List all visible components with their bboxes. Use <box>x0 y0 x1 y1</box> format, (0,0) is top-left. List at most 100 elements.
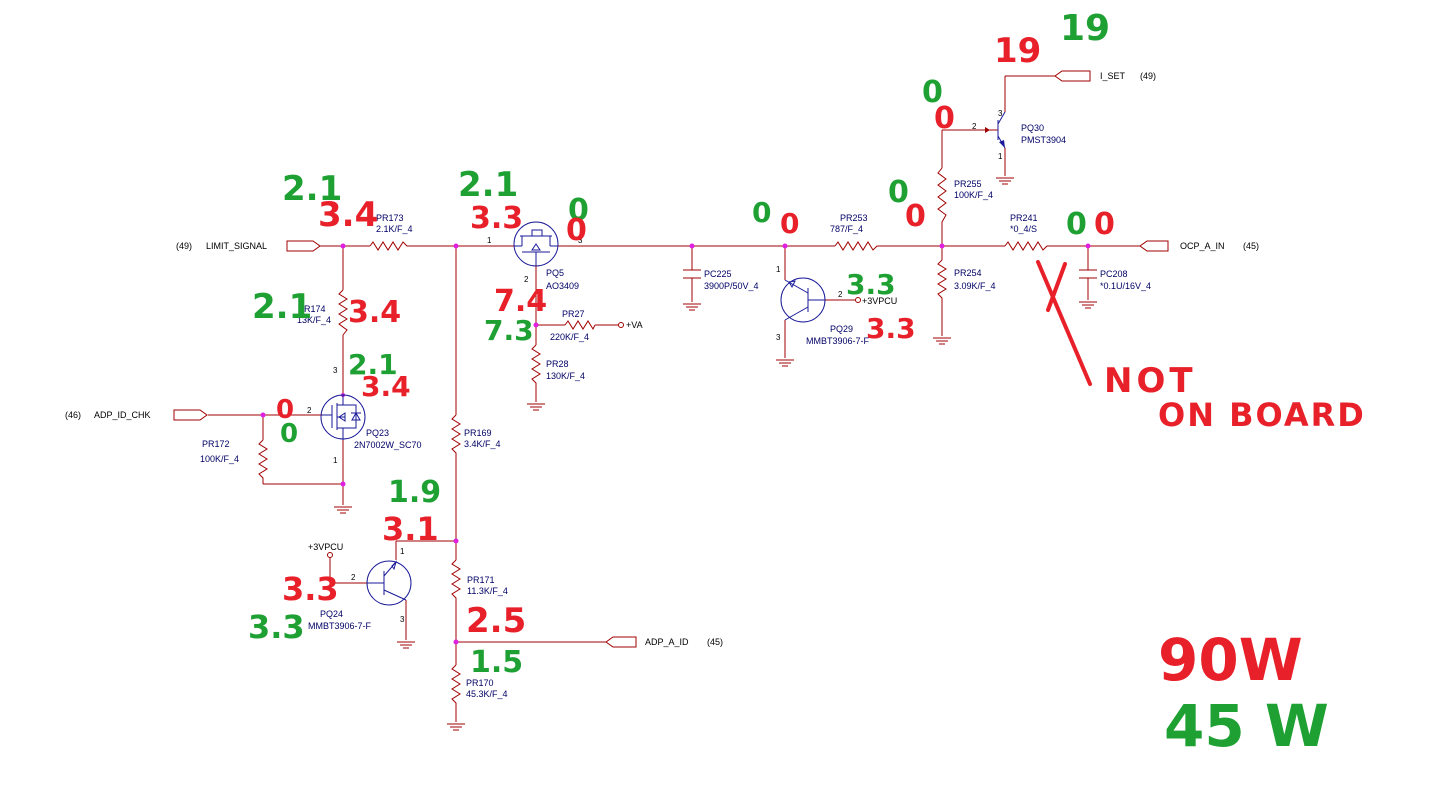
svg-text:3.3: 3.3 <box>866 312 916 345</box>
svg-text:NOT: NOT <box>1104 361 1197 401</box>
transistor-pq30: 2 3 1 PQ30 PMST3904 <box>972 109 1066 161</box>
svg-text:2: 2 <box>838 290 843 299</box>
svg-text:100K/F_4: 100K/F_4 <box>200 454 239 464</box>
svg-text:100K/F_4: 100K/F_4 <box>954 190 993 200</box>
resistor-pr174: PR174 13K/F_4 <box>297 289 348 340</box>
port-name: I_SET <box>1100 71 1126 81</box>
svg-text:0: 0 <box>934 101 955 136</box>
svg-text:45 W: 45 W <box>1164 692 1329 760</box>
svg-text:3: 3 <box>400 615 405 624</box>
capacitor-pc225: PC225 3900P/50V_4 <box>683 269 759 291</box>
port-ref: (49) <box>1140 71 1156 81</box>
port-ref: (46) <box>65 410 81 420</box>
svg-text:19: 19 <box>994 31 1041 71</box>
mosfet-pq23: 3 2 1 PQ23 2N7002W_SC70 <box>307 366 422 465</box>
svg-text:1: 1 <box>776 265 781 274</box>
svg-text:7.3: 7.3 <box>484 314 534 347</box>
svg-text:MMBT3906-7-F: MMBT3906-7-F <box>308 621 372 631</box>
svg-text:13K/F_4: 13K/F_4 <box>297 315 331 325</box>
svg-text:*0.1U/16V_4: *0.1U/16V_4 <box>1100 281 1151 291</box>
svg-text:0: 0 <box>280 419 298 449</box>
svg-text:PR169: PR169 <box>464 428 492 438</box>
svg-text:0: 0 <box>888 175 909 210</box>
svg-text:PQ29: PQ29 <box>830 324 853 334</box>
svg-text:PQ5: PQ5 <box>546 268 564 278</box>
svg-text:0: 0 <box>566 213 587 248</box>
resistor-pr28: PR28 130K/F_4 <box>531 344 585 385</box>
power-vpcu-pq29: +3VPCU <box>855 296 897 306</box>
port-name: ADP_A_ID <box>645 637 689 647</box>
svg-text:0: 0 <box>780 207 799 240</box>
svg-text:PR27: PR27 <box>562 309 585 319</box>
svg-text:PC225: PC225 <box>704 269 732 279</box>
svg-text:0: 0 <box>568 193 589 228</box>
svg-text:0: 0 <box>905 199 926 234</box>
svg-text:PR172: PR172 <box>202 439 230 449</box>
svg-text:2.1K/F_4: 2.1K/F_4 <box>376 224 413 234</box>
port-name: OCP_A_IN <box>1180 241 1225 251</box>
svg-text:PQ24: PQ24 <box>320 609 343 619</box>
svg-text:2: 2 <box>524 275 529 284</box>
svg-text:7.4: 7.4 <box>494 284 547 319</box>
svg-text:2: 2 <box>972 122 977 131</box>
svg-text:3: 3 <box>333 366 338 375</box>
svg-text:90W: 90W <box>1158 626 1303 694</box>
svg-text:787/F_4: 787/F_4 <box>830 224 863 234</box>
svg-text:3.3: 3.3 <box>470 201 523 236</box>
svg-text:2.1: 2.1 <box>348 348 398 381</box>
power-vpcu-pq24: +3VPCU <box>308 542 343 558</box>
svg-text:PR253: PR253 <box>840 213 868 223</box>
svg-text:3: 3 <box>578 236 583 245</box>
svg-text:+3VPCU: +3VPCU <box>308 542 343 552</box>
capacitor-pc208: PC208 *0.1U/16V_4 <box>1079 269 1151 291</box>
svg-text:3.09K/F_4: 3.09K/F_4 <box>954 281 996 291</box>
resistor-pr173: PR173 2.1K/F_4 <box>369 213 413 251</box>
port-ref: (49) <box>176 241 192 251</box>
svg-text:PC208: PC208 <box>1100 269 1128 279</box>
resistor-pr241: PR241 *0_4/S <box>1004 213 1050 251</box>
resistor-pr169: PR169 3.4K/F_4 <box>451 414 501 455</box>
port-ref: (45) <box>707 637 723 647</box>
svg-text:PR173: PR173 <box>376 213 404 223</box>
svg-text:220K/F_4: 220K/F_4 <box>550 332 589 342</box>
ground-symbols <box>333 177 1098 731</box>
svg-text:PQ23: PQ23 <box>366 428 389 438</box>
junction-dots <box>260 243 1091 645</box>
svg-text:PR241: PR241 <box>1010 213 1038 223</box>
svg-text:*0_4/S: *0_4/S <box>1010 224 1037 234</box>
svg-text:3.4: 3.4 <box>318 195 378 235</box>
svg-text:3.4: 3.4 <box>361 370 411 403</box>
svg-text:2: 2 <box>351 573 356 582</box>
svg-text:0: 0 <box>922 75 943 110</box>
resistor-pr253: PR253 787/F_4 <box>830 213 880 251</box>
svg-text:2.1: 2.1 <box>282 169 342 209</box>
svg-text:3.3: 3.3 <box>282 570 339 608</box>
svg-text:2.1: 2.1 <box>252 287 312 327</box>
svg-text:0: 0 <box>752 196 771 229</box>
svg-text:AO3409: AO3409 <box>546 281 579 291</box>
svg-text:2: 2 <box>307 406 312 415</box>
svg-text:2.1: 2.1 <box>458 165 518 205</box>
svg-text:1.5: 1.5 <box>470 645 523 680</box>
svg-text:PR28: PR28 <box>546 359 569 369</box>
resistor-pr254: PR254 3.09K/F_4 <box>937 259 996 300</box>
svg-text:0: 0 <box>1066 207 1091 242</box>
svg-text:1: 1 <box>487 236 492 245</box>
svg-text:3900P/50V_4: 3900P/50V_4 <box>704 281 759 291</box>
svg-text:130K/F_4: 130K/F_4 <box>546 371 585 381</box>
svg-text:0: 0 <box>1094 207 1115 242</box>
svg-text:+3VPCU: +3VPCU <box>862 296 897 306</box>
svg-text:PR254: PR254 <box>954 268 982 278</box>
mosfet-pq5: 1 3 2 PQ5 AO3409 <box>487 221 583 291</box>
svg-text:1: 1 <box>998 152 1003 161</box>
svg-text:+VA: +VA <box>626 320 643 330</box>
svg-text:19: 19 <box>1060 8 1110 49</box>
svg-text:2N7002W_SC70: 2N7002W_SC70 <box>354 440 422 450</box>
svg-text:0: 0 <box>276 395 294 425</box>
resistor-pr172: PR172 100K/F_4 <box>200 439 268 480</box>
svg-text:PMST3904: PMST3904 <box>1021 135 1066 145</box>
transistor-pq24: 1 2 3 PQ24 MMBT3906-7-F <box>308 547 412 631</box>
svg-text:3: 3 <box>998 109 1003 118</box>
svg-text:2.5: 2.5 <box>466 601 526 641</box>
